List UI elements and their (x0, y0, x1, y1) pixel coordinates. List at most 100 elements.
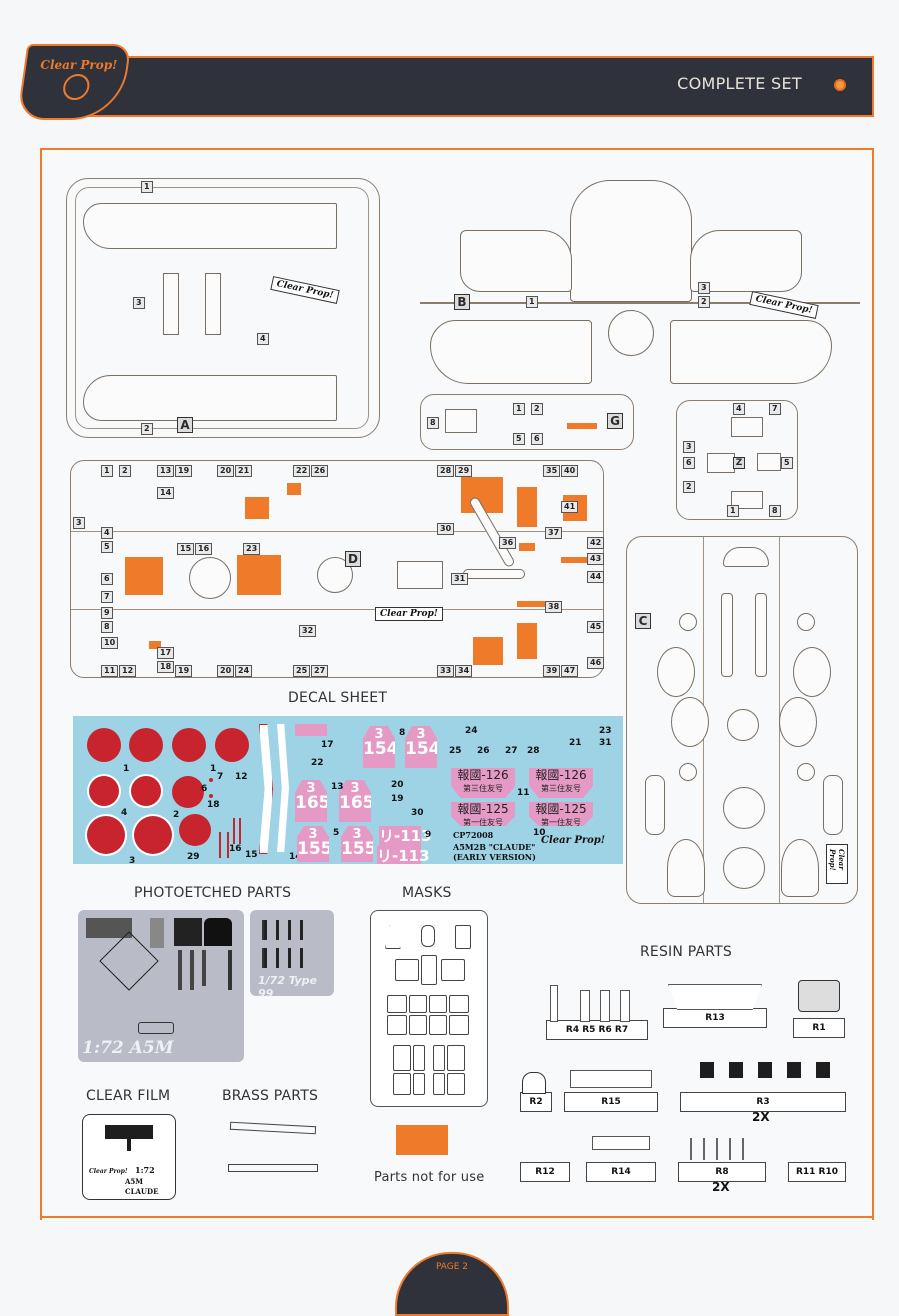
film-part (127, 1139, 131, 1151)
part-number: 3 (73, 517, 85, 529)
fuselage-half-top (83, 203, 337, 249)
unused-part (125, 557, 163, 595)
hinomaru-decal (131, 776, 161, 806)
resin-title: RESIN PARTS (640, 944, 732, 960)
part-number: 36 (499, 537, 517, 549)
page-title: COMPLETE SET (677, 74, 802, 93)
sprue-letter: C (635, 613, 651, 629)
stripe-decal (219, 832, 221, 858)
mask-cell (429, 995, 447, 1013)
decal-number: 16 (229, 844, 242, 854)
part-number: 42 (587, 537, 605, 549)
plate-top: 3 (374, 727, 384, 742)
mask-cell (393, 1045, 411, 1071)
film-model: A5M CLAUDE (125, 1177, 159, 1196)
sprue-letter: Z (733, 457, 745, 469)
plate-number: 165 (339, 793, 375, 813)
canopy-part (707, 453, 735, 473)
part-number: 34 (455, 665, 473, 677)
cowl-ring (723, 847, 765, 889)
part-number: 10 (101, 637, 119, 649)
unused-part (517, 487, 537, 527)
cowl-ring (723, 787, 765, 829)
decal-number: 12 (235, 772, 248, 782)
hinomaru-decal (87, 728, 121, 762)
wing-upper-center (570, 180, 692, 302)
part-number: 25 (293, 665, 311, 677)
unused-part (567, 423, 597, 429)
kanji-main: 報國-126 (457, 768, 509, 782)
unused-part (473, 637, 503, 665)
photoetched-fret-secondary: 1/72 Type 99 (250, 910, 334, 1000)
resin-post (620, 990, 630, 1022)
part-number: 26 (311, 465, 329, 477)
part-number: 4 (257, 333, 269, 345)
mask-cell (449, 995, 469, 1013)
pe-part (138, 1022, 174, 1034)
fuselage-code-decal: リ-113 (377, 846, 430, 865)
pe-part (174, 918, 202, 946)
unused-part (149, 641, 161, 649)
part-number: 22 (293, 465, 311, 477)
part-number: 12 (119, 665, 137, 677)
hub-part (727, 709, 759, 741)
mask-cell (433, 1073, 445, 1095)
tail-stripe-decal (259, 724, 273, 854)
resin-part-r13 (668, 984, 762, 1010)
part-number: 37 (545, 527, 563, 539)
decal-brand-logo: Clear Prop! (541, 835, 606, 846)
decal-model: A5M2B "CLAUDE" (453, 842, 536, 852)
wheel-spat (657, 647, 695, 697)
part-number: 38 (545, 601, 563, 613)
part-number: 8 (427, 417, 439, 429)
decal-number: 21 (569, 738, 582, 748)
part-number: 4 (101, 527, 113, 539)
film-scale: 1:72 (135, 1165, 155, 1175)
part-number: 15 (177, 543, 195, 555)
mask-cell (421, 955, 437, 985)
sprue-runner (420, 302, 860, 304)
not-for-use-legend: Parts not for use (374, 1170, 485, 1185)
flap-part (755, 593, 767, 677)
part-number: 8 (769, 505, 781, 517)
plate-top: 3 (352, 827, 362, 842)
decal-number: 29 (187, 852, 200, 862)
hinomaru-decal (172, 776, 204, 808)
resin-block-r12: R12 (520, 1162, 570, 1182)
fuselage-code-decal: リ-113 (379, 826, 432, 846)
canopy-part (731, 491, 763, 509)
unused-part (517, 623, 537, 659)
plate-number: 155 (341, 839, 377, 859)
pe-part (204, 918, 232, 946)
decal-number: 25 (449, 746, 462, 756)
decal-number: 30 (411, 808, 424, 818)
part-number: 2 (698, 296, 710, 308)
part-number: 28 (437, 465, 455, 477)
fairing-part (781, 839, 819, 897)
clear-film-sheet: 1:72 A5M CLAUDE Clear Prop! (82, 1114, 176, 1200)
header-bar: COMPLETE SET (62, 56, 874, 117)
mask-cell (385, 925, 401, 949)
mask-cell (409, 1015, 427, 1035)
part-number: 18 (157, 661, 175, 673)
brand-tag: Clear Prop! (826, 844, 848, 884)
drop-tank (823, 775, 843, 835)
photoetched-fret-main: 1:72 A5M (78, 910, 244, 1062)
sprue-z: Z 4 7 3 6 5 2 1 8 (676, 400, 798, 520)
hinomaru-decal (179, 814, 211, 846)
kanji-main: 報國-125 (457, 802, 509, 816)
part-number: 1 (526, 296, 538, 308)
film-brand: Clear Prop! (89, 1168, 128, 1175)
decal-number: 11 (517, 788, 530, 798)
small-marking (209, 794, 213, 798)
hinomaru-decal (129, 728, 163, 762)
resin-block-r15: R15 (564, 1092, 658, 1112)
resin-block-r4-r7: R4 R5 R6 R7 (546, 1020, 648, 1040)
part-number: 1 (727, 505, 739, 517)
